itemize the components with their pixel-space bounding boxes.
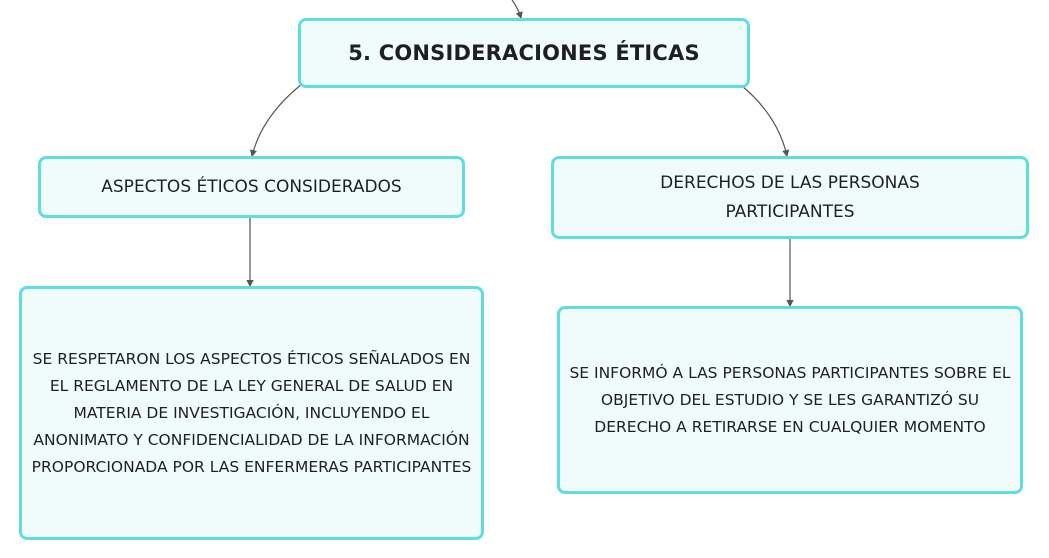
detail-text-derechos-participantes: SE INFORMÓ A LAS PERSONAS PARTICIPANTES … xyxy=(569,363,1011,436)
detail-node-aspectos-eticos[interactable]: SE RESPETARON LOS ASPECTOS ÉTICOS SEÑALA… xyxy=(19,286,484,540)
title-node[interactable]: 5. CONSIDERACIONES ÉTICAS xyxy=(298,18,750,88)
connector-from-parent xyxy=(511,0,523,20)
branch-node-aspectos-eticos[interactable]: ASPECTOS ÉTICOS CONSIDERADOS xyxy=(38,156,465,218)
branch-node-derechos-participantes[interactable]: DERECHOS DE LAS PERSONAS PARTICIPANTES xyxy=(551,156,1029,239)
detail-text-aspectos-eticos: SE RESPETARON LOS ASPECTOS ÉTICOS SEÑALA… xyxy=(31,349,472,476)
title-text: 5. CONSIDERACIONES ÉTICAS xyxy=(348,41,700,65)
connector-title-to-left-branch xyxy=(249,83,303,158)
connector-title-to-right-branch xyxy=(741,85,790,158)
branch-label-aspectos-eticos: ASPECTOS ÉTICOS CONSIDERADOS xyxy=(101,176,402,197)
branch-label-derechos-participantes: DERECHOS DE LAS PERSONAS PARTICIPANTES xyxy=(660,172,920,222)
detail-node-derechos-participantes[interactable]: SE INFORMÓ A LAS PERSONAS PARTICIPANTES … xyxy=(557,306,1023,494)
